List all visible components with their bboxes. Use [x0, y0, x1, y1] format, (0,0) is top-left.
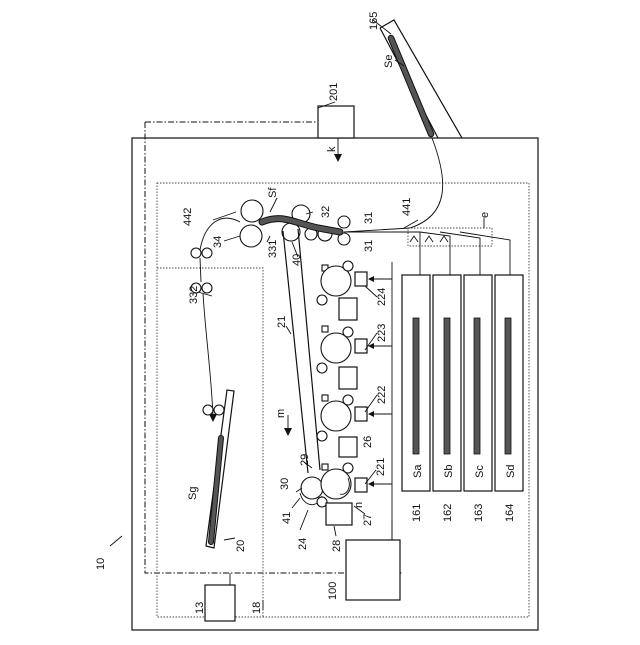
label-apparatus: 10: [95, 558, 107, 570]
roller-out-right: [214, 405, 224, 415]
fixing-roller-upper: [241, 200, 263, 222]
label-29: 29: [299, 454, 311, 466]
label-sa: Sa: [412, 464, 424, 478]
label-100: 100: [327, 582, 339, 600]
roller-332-right: [202, 283, 212, 293]
label-332: 332: [188, 286, 200, 304]
label-sf: Sf: [267, 187, 279, 198]
label-26: 26: [362, 436, 374, 448]
label-164: 164: [504, 504, 516, 522]
roller-31-upper: [338, 216, 350, 228]
path-arrow-tray: [209, 414, 217, 422]
feed-arrow-3: [440, 236, 448, 242]
label-sc: Sc: [474, 465, 486, 478]
belt-roller-41: [301, 477, 323, 499]
feed-path-tray: [344, 138, 443, 232]
label-34: 34: [212, 236, 224, 248]
label-31b: 31: [363, 240, 375, 252]
fixing-roller-lower: [240, 225, 262, 247]
sheet-se: [391, 38, 431, 134]
label-n: n: [353, 502, 365, 508]
label-163: 163: [473, 504, 485, 522]
label-40: 40: [291, 254, 303, 266]
label-24: 24: [297, 538, 309, 550]
unit-224: [317, 261, 367, 320]
unit-222: [317, 395, 367, 457]
inner-region-left: [157, 268, 263, 617]
label-32: 32: [320, 206, 332, 218]
label-41: 41: [281, 512, 293, 524]
label-27: 27: [362, 514, 374, 526]
unit-221: [317, 463, 367, 525]
label-m: m: [275, 409, 287, 418]
label-442: 442: [182, 208, 194, 226]
sheet-sg: [211, 438, 221, 542]
label-13: 13: [194, 602, 206, 614]
label-30: 30: [279, 478, 291, 490]
feed-arrow-1: [410, 236, 418, 242]
label-se: Se: [383, 55, 395, 68]
cassette-164: [495, 275, 523, 491]
label-331: 331: [267, 240, 279, 258]
label-441: 441: [401, 198, 413, 216]
label-sd: Sd: [505, 465, 517, 478]
label-sb: Sb: [443, 465, 455, 478]
arrow-k-head: [334, 154, 342, 162]
feed-path-164: [460, 232, 510, 275]
label-e: e: [479, 212, 491, 218]
feed-arrow-2: [425, 236, 433, 242]
controller-100: [346, 540, 400, 600]
roller-34-right: [202, 248, 212, 258]
label-201: 201: [328, 83, 340, 101]
label-222: 222: [376, 386, 388, 404]
roller-34-left: [191, 248, 201, 258]
label-31a: 31: [363, 212, 375, 224]
label-161: 161: [411, 504, 423, 522]
label-223: 223: [376, 324, 388, 342]
label-165: 165: [368, 12, 380, 30]
path-34-332: [200, 258, 201, 282]
label-28: 28: [331, 540, 343, 552]
controller-13: [205, 585, 235, 621]
path-332-tray: [203, 293, 213, 418]
cassette-163: [464, 275, 492, 491]
label-224: 224: [376, 288, 388, 306]
label-162: 162: [442, 504, 454, 522]
label-221: 221: [375, 458, 387, 476]
cassette-161: [402, 275, 430, 491]
label-sg: Sg: [187, 487, 199, 500]
belt-21-left: [283, 231, 308, 473]
feed-path-161: [345, 232, 420, 275]
sensor-201: [318, 106, 354, 138]
label-20: 20: [235, 540, 247, 552]
cassette-162: [433, 275, 461, 491]
arrow-m-head: [284, 428, 292, 436]
label-18: 18: [251, 602, 263, 614]
unit-223: [317, 326, 367, 389]
label-k: k: [326, 146, 338, 152]
label-21: 21: [276, 316, 288, 328]
roller-out-left: [203, 405, 213, 415]
